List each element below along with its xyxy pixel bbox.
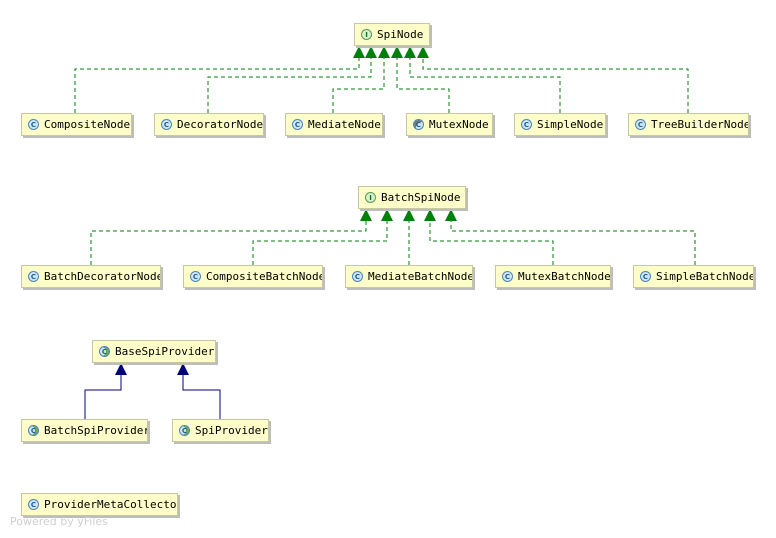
node-batch-spi-provider[interactable]: C BatchSpiProvider xyxy=(21,419,148,442)
class-icon: C xyxy=(292,119,303,130)
node-mediate-batch-node[interactable]: C MediateBatchNode xyxy=(345,265,473,288)
node-batch-decorator-node[interactable]: C BatchDecoratorNode xyxy=(21,265,161,288)
arrowhead-composite-batch-node xyxy=(381,209,393,221)
edge-spi-provider-to-base-spi-provider xyxy=(182,374,221,419)
arrowhead-composite-node xyxy=(353,46,365,58)
node-label: DecoratorNode xyxy=(177,118,264,131)
arrowhead-simple-node xyxy=(404,46,416,58)
edge-batch-decorator-node-to-batch-spi-node xyxy=(90,220,367,265)
edge-decorator-node-to-spi-node xyxy=(207,57,372,113)
edge-mutex-batch-node-to-batch-spi-node xyxy=(429,220,554,265)
node-label: MutexNode xyxy=(429,118,489,131)
edge-tree-builder-node-to-spi-node xyxy=(422,57,689,113)
class-icon: C xyxy=(352,271,363,282)
node-mediate-node[interactable]: C MediateNode xyxy=(285,113,383,136)
node-label: MutexBatchNode xyxy=(518,270,611,283)
node-label: BatchSpiNode xyxy=(381,191,461,204)
class-icon: C xyxy=(635,119,646,130)
node-mutex-batch-node[interactable]: C MutexBatchNode xyxy=(495,265,611,288)
node-provider-meta-collector[interactable]: C ProviderMetaCollector xyxy=(21,493,178,516)
arrowhead-mediate-batch-node xyxy=(403,209,415,221)
edge-simple-batch-node-to-batch-spi-node xyxy=(450,220,696,265)
arrowhead-mediate-node xyxy=(378,46,390,58)
node-composite-batch-node[interactable]: C CompositeBatchNode xyxy=(183,265,323,288)
node-simple-node[interactable]: C SimpleNode xyxy=(514,113,606,136)
class-icon: C xyxy=(28,499,39,510)
node-label: MediateNode xyxy=(308,118,381,131)
abstract-class-icon: C xyxy=(28,425,39,436)
node-label: SpiNode xyxy=(377,28,424,41)
edge-composite-batch-node-to-batch-spi-node xyxy=(252,220,388,265)
node-composite-node[interactable]: C CompositeNode xyxy=(21,113,132,136)
abstract-class-icon: C xyxy=(99,346,110,357)
class-icon: C xyxy=(502,271,513,282)
node-label: CompositeNode xyxy=(44,118,131,131)
edge-mediate-node-to-spi-node xyxy=(332,57,385,113)
node-spi-node[interactable]: I SpiNode xyxy=(354,23,430,46)
node-tree-builder-node[interactable]: C TreeBuilderNode xyxy=(628,113,749,136)
arrowhead-decorator-node xyxy=(365,46,377,58)
arrowhead-batch-decorator-node xyxy=(360,209,372,221)
arrowhead-spi-provider xyxy=(177,363,189,375)
class-icon: C xyxy=(640,271,651,282)
class-icon: C xyxy=(161,119,172,130)
node-label: SpiProvider xyxy=(195,424,268,437)
class-icon: C xyxy=(190,271,201,282)
class-icon: C xyxy=(521,119,532,130)
edge-simple-node-to-spi-node xyxy=(409,57,561,113)
edge-batch-spi-provider-to-base-spi-provider xyxy=(84,374,122,419)
edge-mutex-node-to-spi-node xyxy=(396,57,450,113)
arrowhead-batch-spi-provider xyxy=(115,363,127,375)
abstract-class-icon: C xyxy=(179,425,190,436)
class-icon: C xyxy=(28,271,39,282)
edge-composite-node-to-spi-node xyxy=(74,57,360,113)
arrowhead-mutex-node xyxy=(391,46,403,58)
interface-icon: I xyxy=(361,29,372,40)
node-label: BatchSpiProvider xyxy=(44,424,148,437)
node-label: BatchDecoratorNode xyxy=(44,270,161,283)
class-icon: C xyxy=(28,119,39,130)
node-label: BaseSpiProvider xyxy=(115,345,215,358)
final-class-icon: C xyxy=(413,119,424,130)
powered-by-label: Powered by yFiles xyxy=(10,515,108,528)
node-label: SimpleNode xyxy=(537,118,604,131)
arrowhead-mutex-batch-node xyxy=(424,209,436,221)
arrowhead-simple-batch-node xyxy=(445,209,457,221)
node-mutex-node[interactable]: C MutexNode xyxy=(406,113,493,136)
node-label: MediateBatchNode xyxy=(368,270,473,283)
node-decorator-node[interactable]: C DecoratorNode xyxy=(154,113,264,136)
node-label: TreeBuilderNode xyxy=(651,118,749,131)
interface-icon: I xyxy=(365,192,376,203)
node-simple-batch-node[interactable]: C SimpleBatchNode xyxy=(633,265,754,288)
node-base-spi-provider[interactable]: C BaseSpiProvider xyxy=(92,340,216,363)
node-label: CompositeBatchNode xyxy=(206,270,323,283)
node-label: ProviderMetaCollector xyxy=(44,498,178,511)
node-batch-spi-node[interactable]: I BatchSpiNode xyxy=(358,186,466,209)
arrowhead-tree-builder-node xyxy=(417,46,429,58)
node-spi-provider[interactable]: C SpiProvider xyxy=(172,419,269,442)
node-label: SimpleBatchNode xyxy=(656,270,754,283)
